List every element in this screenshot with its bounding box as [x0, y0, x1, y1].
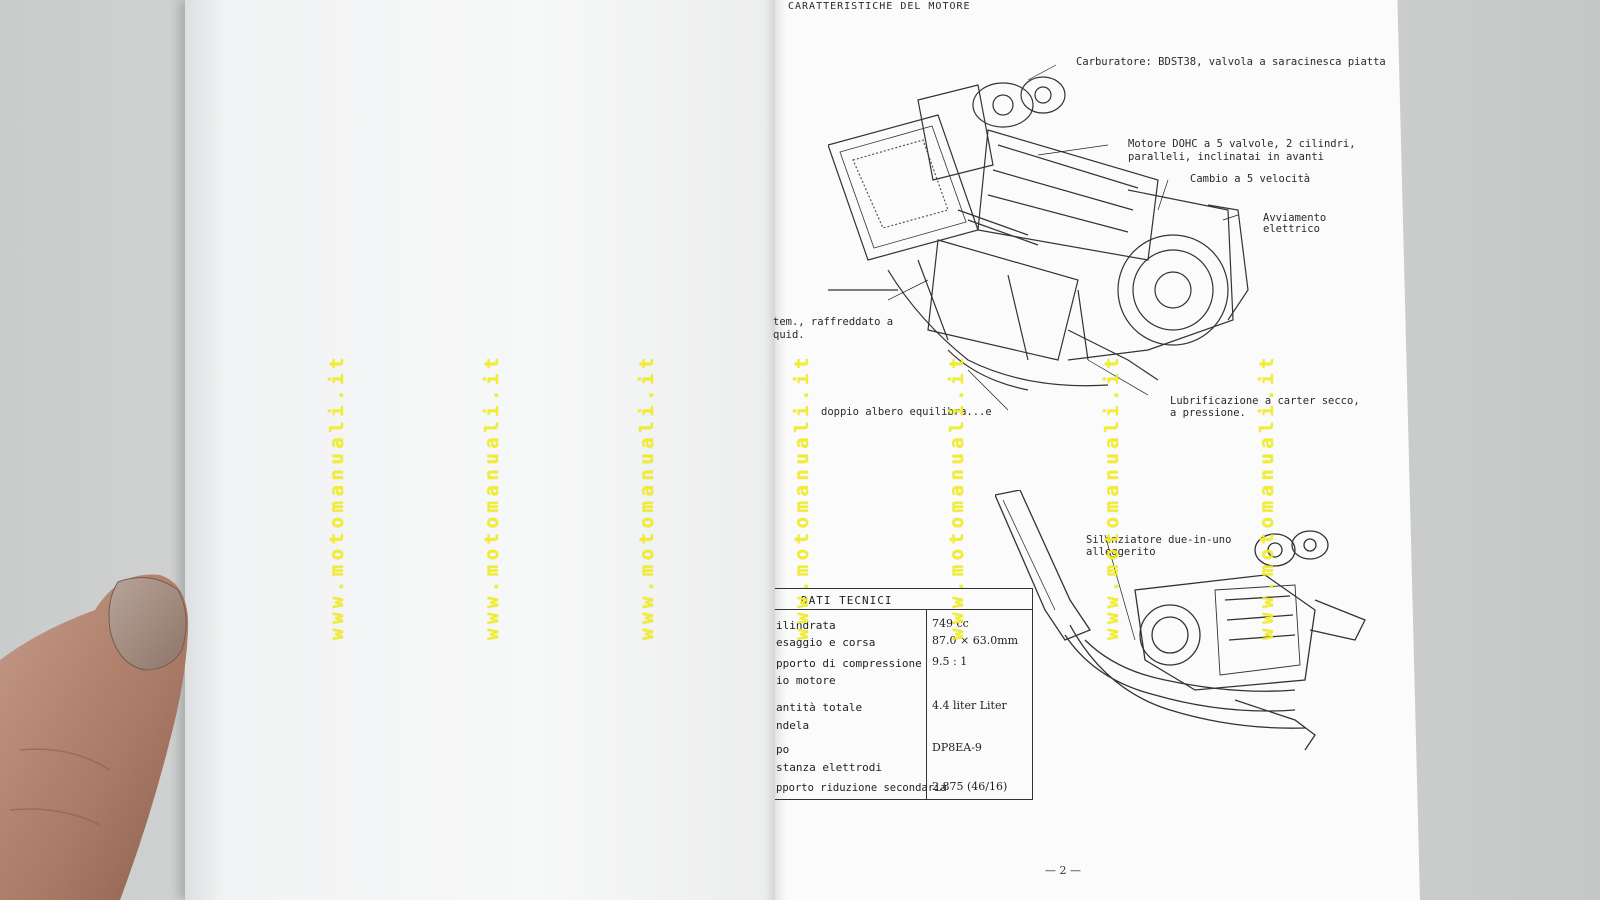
specs-column-divider: [926, 609, 927, 799]
watermark-text: www.motomanuali.it: [326, 353, 348, 640]
spec-value: 87.0 × 63.0mm: [932, 634, 1019, 647]
page-heading: CARATTERISTICHE DEL MOTORE: [788, 1, 971, 12]
annotation-gearbox: Cambio a 5 velocità: [1190, 173, 1311, 185]
spec-label: esaggio e corsa: [776, 636, 876, 649]
watermark-text: www.motomanuali.it: [791, 353, 813, 640]
watermark-text: www.motomanuali.it: [636, 353, 658, 640]
specs-table: DATI TECNICI ilindrata 749 cc esaggio e …: [775, 588, 1033, 800]
spec-value: 749 cc: [932, 617, 969, 630]
spec-label: antità totale: [776, 701, 863, 714]
page-number: — 2 —: [1045, 864, 1081, 877]
annotation-starter-line2: elettrico: [1263, 223, 1320, 235]
spec-label: ndela: [776, 719, 810, 732]
annotation-balancer: doppio albero equilibra...e: [821, 406, 992, 418]
engine-illustration: [828, 64, 1249, 411]
exhaust-illustration: [995, 490, 1366, 751]
spec-label: pporto riduzione secondaria: [776, 782, 947, 794]
watermark-text: www.motomanuali.it: [481, 353, 503, 640]
spec-label: pporto di compressione: [776, 657, 922, 670]
spec-value: 2,875 (46/16): [932, 780, 1008, 793]
watermark-text: www.motomanuali.it: [1256, 353, 1278, 640]
book-spine: [765, 0, 787, 900]
watermark-text: www.motomanuali.it: [946, 353, 968, 640]
hand-thumb: [0, 574, 189, 900]
spec-label: po: [776, 743, 790, 756]
spec-label: stanza elettrodi: [776, 761, 882, 774]
watermark-text: www.motomanuali.it: [1101, 353, 1123, 640]
annotation-starter-line1: Avviamento: [1263, 212, 1327, 224]
annotation-lubrication-line1: Lubrificazione a carter secco,: [1170, 395, 1360, 407]
annotation-silencer-line1: Silenziatore due-in-uno: [1086, 534, 1232, 546]
spec-value: 9.5 : 1: [932, 655, 968, 668]
spec-value: DP8EA-9: [932, 741, 982, 754]
spec-label: io motore: [776, 674, 836, 687]
spec-value: 4.4 liter Liter: [932, 699, 1007, 712]
specs-header-divider: [775, 609, 1032, 610]
annotation-cooling-line1: tem., raffreddato a: [773, 316, 894, 328]
spec-label: ilindrata: [776, 619, 836, 632]
annotation-engine-line1: Motore DOHC a 5 valvole, 2 cilindri,: [1128, 138, 1356, 150]
specs-title: DATI TECNICI: [801, 594, 893, 607]
annotation-silencer-line2: alleggerito: [1086, 546, 1156, 558]
annotation-engine-line2: paralleli, inclinatai in avanti: [1128, 151, 1324, 163]
right-page: [775, 0, 1420, 900]
left-page: [185, 0, 775, 900]
annotation-cooling-line2: quid.: [773, 329, 805, 341]
annotation-lubrication-line2: a pressione.: [1170, 407, 1246, 419]
annotation-carburetor: Carburatore: BDST38, valvola a saracines…: [1076, 56, 1386, 68]
